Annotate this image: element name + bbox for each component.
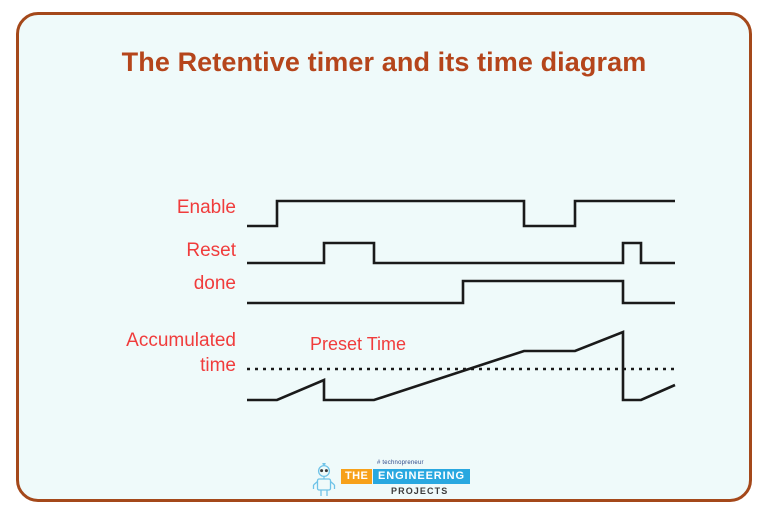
waveform-label-done: done (193, 273, 236, 294)
waveform-label-reset: Reset (186, 240, 236, 261)
logo-word-engineering: ENGINEERING (373, 469, 470, 484)
slide-card: The Retentive timer and its time diagram… (16, 12, 752, 502)
waveform-done (247, 279, 675, 305)
brand-logo: # technopreneur THE ENGINEERING PROJECTS (303, 455, 471, 501)
waveform-reset (247, 241, 675, 265)
logo-word-projects: PROJECTS (391, 486, 449, 496)
waveform-svg (247, 199, 676, 402)
waveform-label-enable: Enable (176, 197, 236, 218)
waveform-enable (247, 199, 675, 228)
waveform-accumulated-time (247, 330, 676, 402)
robot-icon (312, 463, 336, 496)
page-title: The Retentive timer and its time diagram (121, 47, 647, 77)
preset-time-label: Preset Time (310, 334, 407, 354)
logo-tagline: # technopreneur (377, 460, 424, 466)
logo-word-the: THE (341, 469, 373, 484)
waveform-label-accumulated-time: Accumulated time (126, 328, 236, 378)
timing-diagram: Enable Reset done Accumulated time Preset… (19, 15, 755, 505)
accumulated-line-2: time (200, 355, 236, 376)
accumulated-line-1: Accumulated (126, 330, 236, 351)
